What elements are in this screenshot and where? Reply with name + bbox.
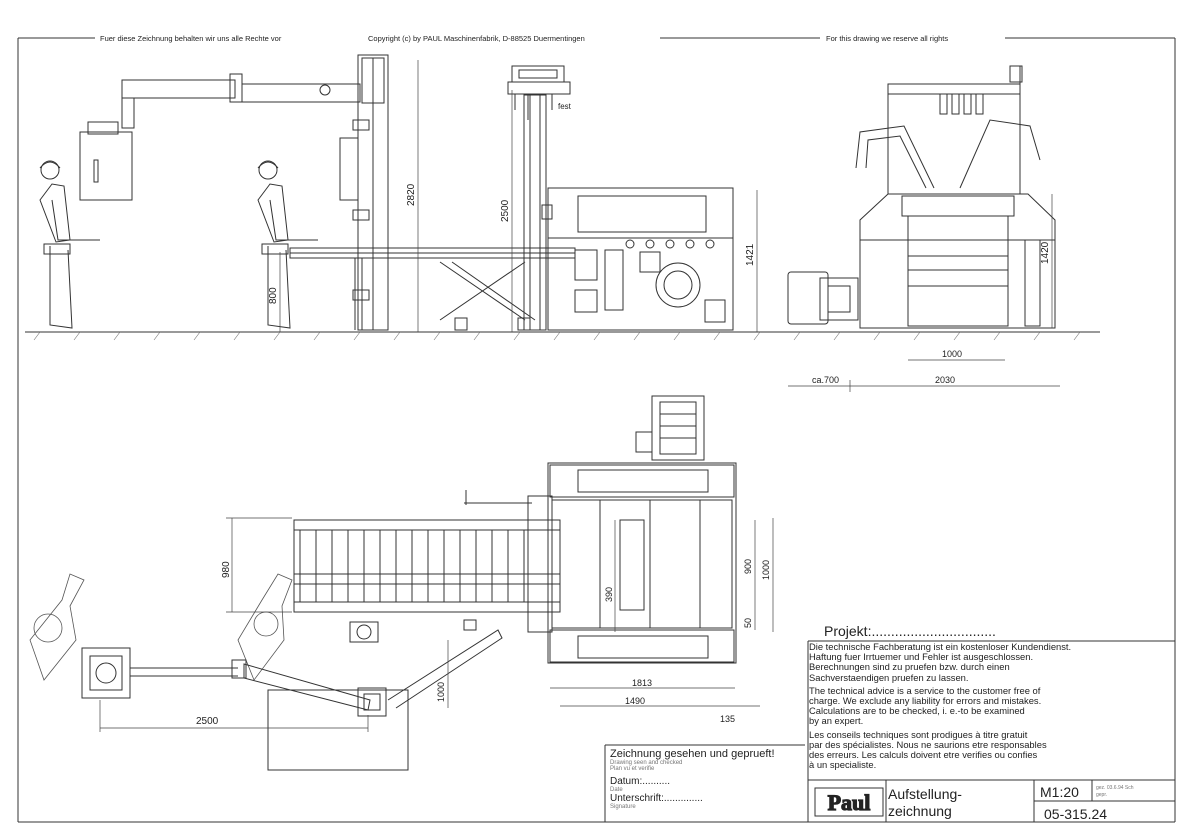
dim-1421: 1421 <box>745 243 756 266</box>
disclaimer-de: Die technische Fachberatung ist ein kost… <box>809 641 1072 683</box>
approval-heading-fr: Plan vu et verifie <box>610 766 655 772</box>
dim-135: 135 <box>720 714 735 724</box>
project-field: Projekt:................................ <box>824 623 996 639</box>
plan-view <box>29 395 774 771</box>
border-text-en: For this drawing we reserve all rights <box>826 34 948 43</box>
approval-block: Zeichnung gesehen und geprueft! Drawing … <box>610 748 800 818</box>
dim-1000-arm: 1000 <box>436 682 446 702</box>
drawing-stamp: gez. 03.6.94 Sch gepr. <box>1096 785 1134 799</box>
dim-1490: 1490 <box>625 696 645 706</box>
drawing-scale: M1:20 <box>1040 784 1079 800</box>
disclaimer-fr: Les conseils techniques sont prodigues à… <box>809 728 1047 771</box>
drawing-title-line2: zeichnung <box>888 803 952 819</box>
approval-heading: Zeichnung gesehen und geprueft! <box>610 748 775 760</box>
conveyor-table <box>289 247 576 331</box>
dim-1420: 1420 <box>1040 241 1051 264</box>
approval-heading-en: Drawing seen and checked <box>610 760 683 766</box>
side-dimensions <box>279 60 758 332</box>
swivel-arm-control-panel <box>79 73 361 201</box>
approval-date: Datum:.......... <box>610 776 671 787</box>
operator-figure-left <box>39 160 100 329</box>
approval-signature: Unterschrift:.............. <box>610 793 703 804</box>
dim-2500-vertical: 2500 <box>500 199 511 222</box>
drawing-stamp-line2: gepr. <box>1096 792 1108 798</box>
disclaimer-notes: Die technische Fachberatung ist ein kost… <box>809 641 1177 776</box>
dim-50: 50 <box>743 618 753 628</box>
operator-figure-right <box>257 160 318 329</box>
dim-2030: 2030 <box>935 375 955 385</box>
vertical-column <box>339 54 389 331</box>
dim-1813: 1813 <box>632 678 652 688</box>
dim-2820: 2820 <box>406 183 417 206</box>
dim-980: 980 <box>221 561 232 578</box>
dim-900: 900 <box>743 559 753 574</box>
feeder-mast <box>507 65 571 331</box>
dim-390: 390 <box>604 587 614 602</box>
operator-plan-figures <box>29 573 293 681</box>
approval-signature-sub: Signature <box>610 804 636 810</box>
paul-logo: Paul <box>814 787 884 817</box>
disclaimer-en: The technical advice is a service to the… <box>809 684 1042 727</box>
drawing-number: 05-315.24 <box>1044 806 1108 822</box>
approval-date-sub: Date <box>610 787 623 793</box>
side-elevation-view <box>25 54 780 341</box>
border-text-de: Fuer diese Zeichnung behalten wir uns al… <box>100 34 282 43</box>
drawing-stamp-line1: gez. 03.6.94 Sch <box>1096 785 1134 791</box>
title-block-frame <box>604 640 1175 822</box>
border-text-copyright: Copyright (c) by PAUL Maschinenfabrik, D… <box>368 34 585 43</box>
drawing-frame <box>17 37 1176 823</box>
dim-2500-horizontal: 2500 <box>196 716 219 727</box>
drawing-title-line1: Aufstellung- <box>888 786 962 802</box>
end-elevation-view <box>780 65 1100 392</box>
dim-800: 800 <box>268 287 279 304</box>
drawing-title: Aufstellung- zeichnung <box>888 786 962 820</box>
main-machine-side <box>547 187 734 331</box>
dim-1000-top: 1000 <box>761 560 771 580</box>
label-fest: fest <box>558 102 572 111</box>
dim-ca700: ca.700 <box>812 375 839 385</box>
paul-logo-text: Paul <box>828 790 871 815</box>
dim-1000-side: 1000 <box>942 349 962 359</box>
